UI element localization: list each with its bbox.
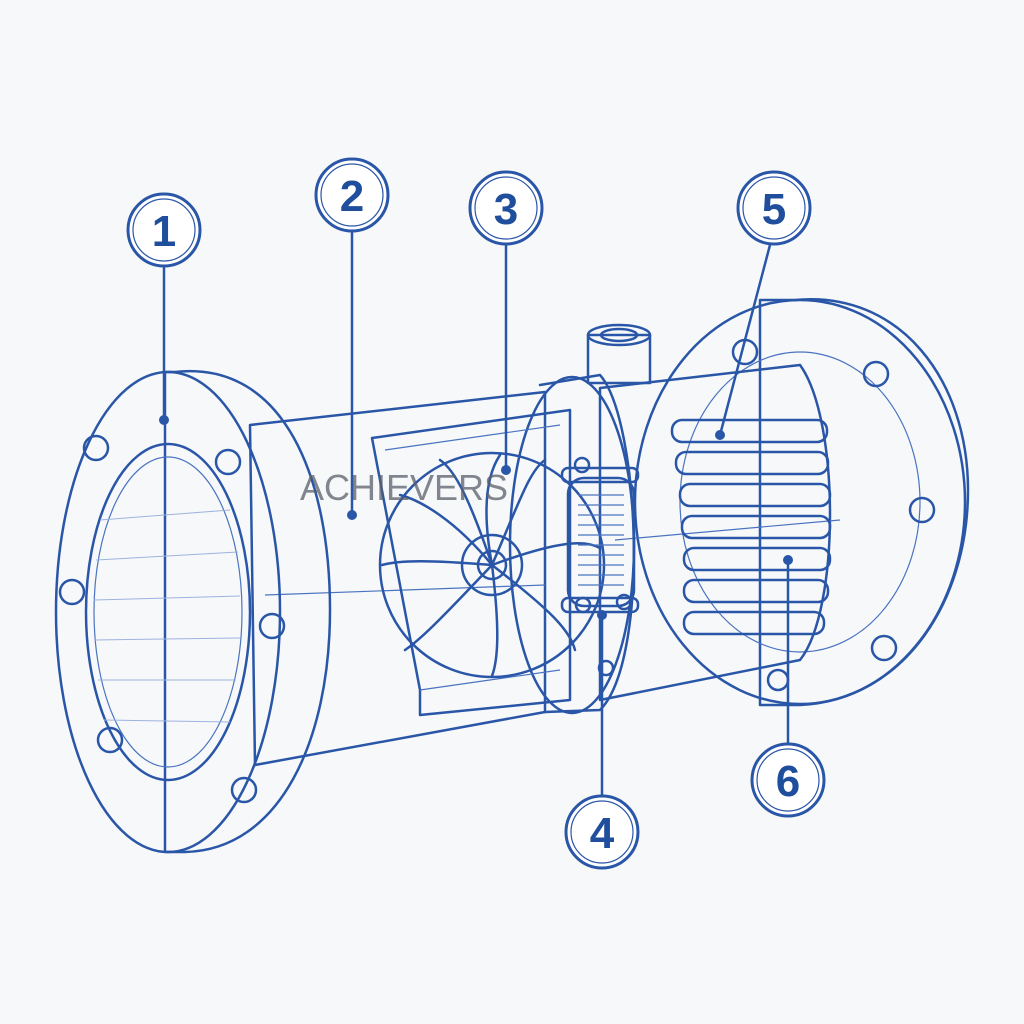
- leader-dot-1: [159, 415, 169, 425]
- callout-5: 5: [736, 170, 812, 246]
- left-flange: [54, 369, 332, 854]
- cooling-fins: [670, 418, 832, 636]
- pump-casing: [248, 390, 572, 767]
- mechanical-seal: [560, 456, 640, 677]
- callout-3-label: 3: [494, 185, 518, 234]
- leader-line-5: [718, 243, 772, 437]
- callout-5-label: 5: [762, 185, 786, 234]
- callout-2-label: 2: [340, 172, 364, 221]
- callout-2: 2: [314, 157, 390, 233]
- right-flange: [633, 297, 970, 707]
- callout-6: 6: [750, 742, 826, 818]
- leader-dot-4: [597, 610, 607, 620]
- callout-4: 4: [564, 794, 640, 870]
- watermark-text: ACHIEVERS: [300, 467, 508, 508]
- leader-lines: [159, 230, 793, 802]
- right-flange-bolt-holes: [731, 338, 936, 692]
- leader-dot-6: [783, 555, 793, 565]
- callout-4-label: 4: [590, 809, 615, 858]
- leader-dot-5: [715, 430, 725, 440]
- callout-6-label: 6: [776, 757, 800, 806]
- callout-1-label: 1: [152, 207, 176, 256]
- leader-dot-2: [347, 510, 357, 520]
- impeller: [378, 451, 606, 679]
- left-flange-bolt-holes: [58, 434, 286, 804]
- leader-dot-3: [501, 465, 511, 475]
- coupling-ring: [508, 323, 652, 715]
- callout-1: 1: [126, 192, 202, 268]
- callout-3: 3: [468, 170, 544, 246]
